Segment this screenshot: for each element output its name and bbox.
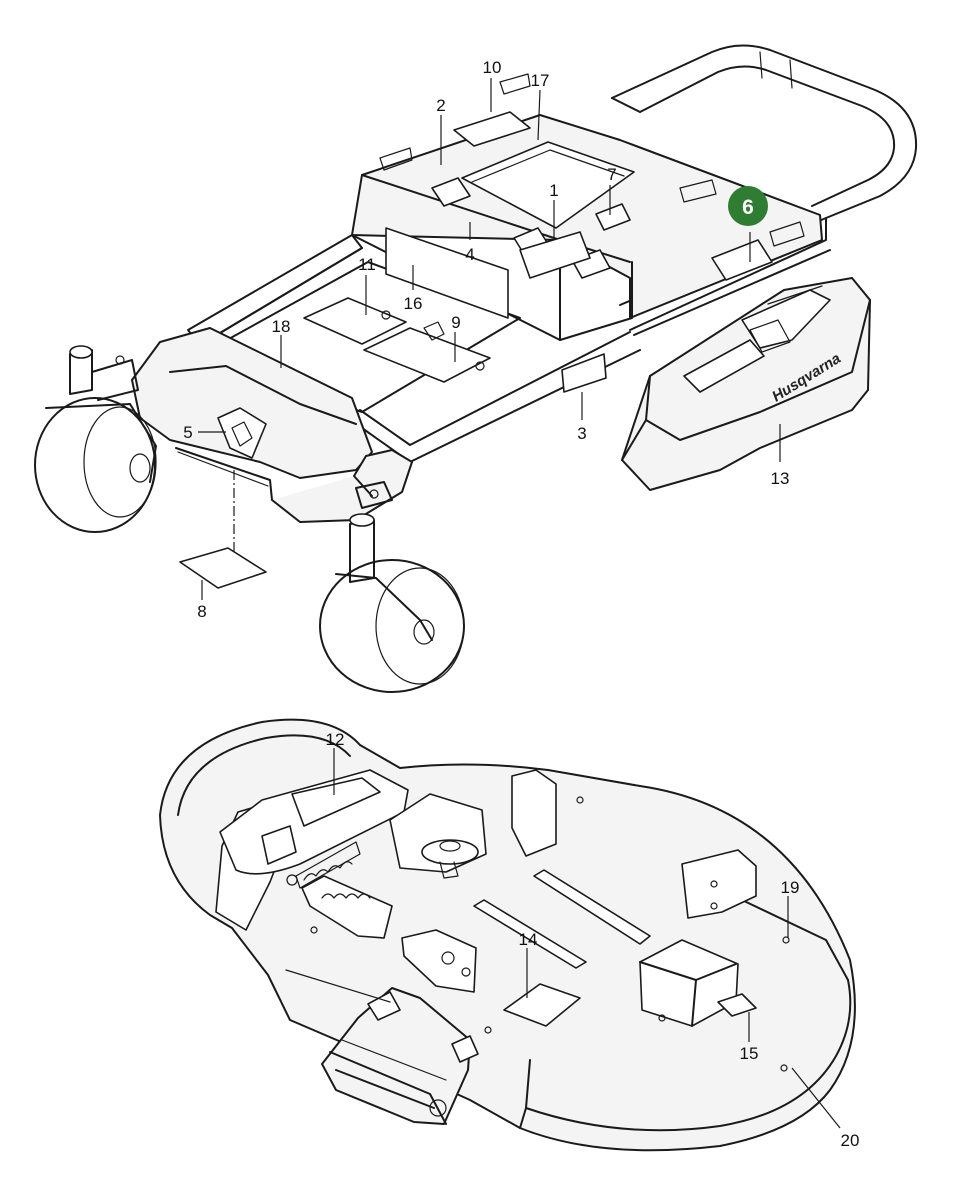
callout-5: 5	[183, 423, 192, 442]
callout-1: 1	[549, 181, 558, 200]
callout-4: 4	[465, 245, 474, 264]
callout-18: 18	[272, 317, 291, 336]
engine-hood: Husqvarna	[621, 277, 871, 491]
mower-deck	[159, 718, 856, 1152]
seat-console	[351, 73, 823, 393]
highlight-marker[interactable]	[728, 186, 768, 226]
front-bumper	[131, 327, 413, 523]
callout-11: 11	[358, 255, 376, 274]
callout-14: 14	[519, 930, 538, 949]
left-caster-wheel	[34, 345, 157, 533]
callout-10: 10	[483, 58, 502, 77]
rear-handle-frame	[611, 44, 918, 219]
callout-labels: 1 2 3 4 5 7 8 9 10 11 12 13 14 15 16 17 …	[183, 58, 859, 1150]
callout-19: 19	[781, 878, 800, 897]
discharge-chute	[321, 987, 479, 1125]
callout-20: 20	[841, 1131, 860, 1150]
callout-7: 7	[607, 165, 616, 184]
callout-13: 13	[771, 469, 790, 488]
right-caster-wheel	[319, 481, 465, 693]
callout-3: 3	[577, 424, 586, 443]
mower-chassis: Husqvarna	[34, 44, 918, 693]
highlighted-callout-6[interactable]: 6	[728, 186, 768, 226]
callout-12: 12	[326, 730, 345, 749]
callout-2: 2	[436, 96, 445, 115]
callout-17: 17	[531, 71, 550, 90]
callout-8: 8	[197, 602, 206, 621]
callout-15: 15	[740, 1044, 759, 1063]
leader-lines	[198, 78, 841, 1129]
callout-16: 16	[404, 294, 423, 313]
callout-9: 9	[451, 313, 460, 332]
callout-6: 6	[742, 196, 754, 219]
